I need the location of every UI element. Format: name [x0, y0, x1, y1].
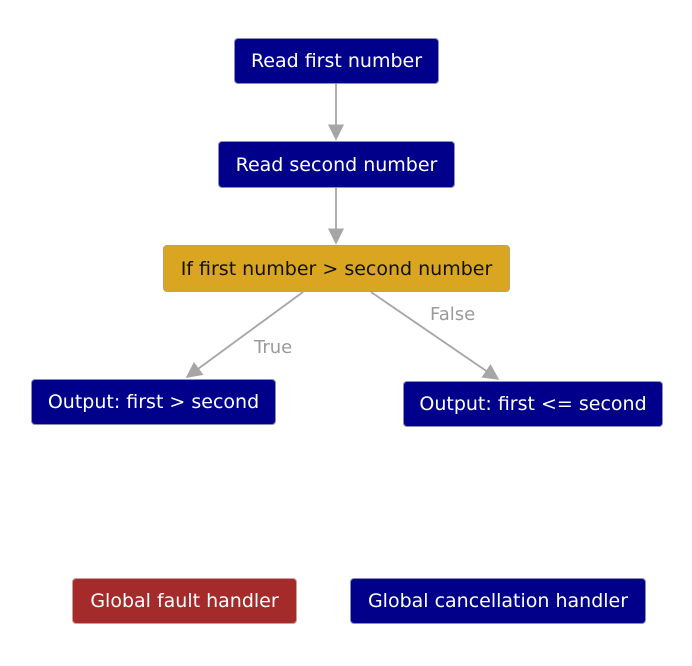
read-first-number-node[interactable]: Read first number	[234, 38, 439, 84]
output-greater-node[interactable]: Output: first > second	[31, 379, 276, 425]
condition-node[interactable]: If first number > second number	[163, 245, 510, 292]
edge-condition-false	[370, 291, 500, 380]
output-less-equal-node[interactable]: Output: first <= second	[403, 381, 663, 427]
read-second-number-node[interactable]: Read second number	[218, 141, 455, 188]
global-fault-handler-node[interactable]: Global fault handler	[72, 578, 297, 624]
true-branch-label: True	[254, 337, 293, 358]
output-less-equal-label: Output: first <= second	[419, 393, 647, 415]
false-branch-label: False	[430, 304, 476, 325]
output-greater-label: Output: first > second	[47, 391, 260, 413]
read-second-number-label: Read second number	[235, 153, 438, 176]
condition-label: If first number > second number	[180, 257, 493, 280]
global-cancellation-handler-node[interactable]: Global cancellation handler	[350, 578, 646, 624]
global-cancellation-handler-label: Global cancellation handler	[367, 590, 629, 612]
read-first-number-label: Read first number	[250, 50, 423, 72]
edge-condition-true	[185, 291, 304, 378]
global-fault-handler-label: Global fault handler	[90, 590, 279, 612]
